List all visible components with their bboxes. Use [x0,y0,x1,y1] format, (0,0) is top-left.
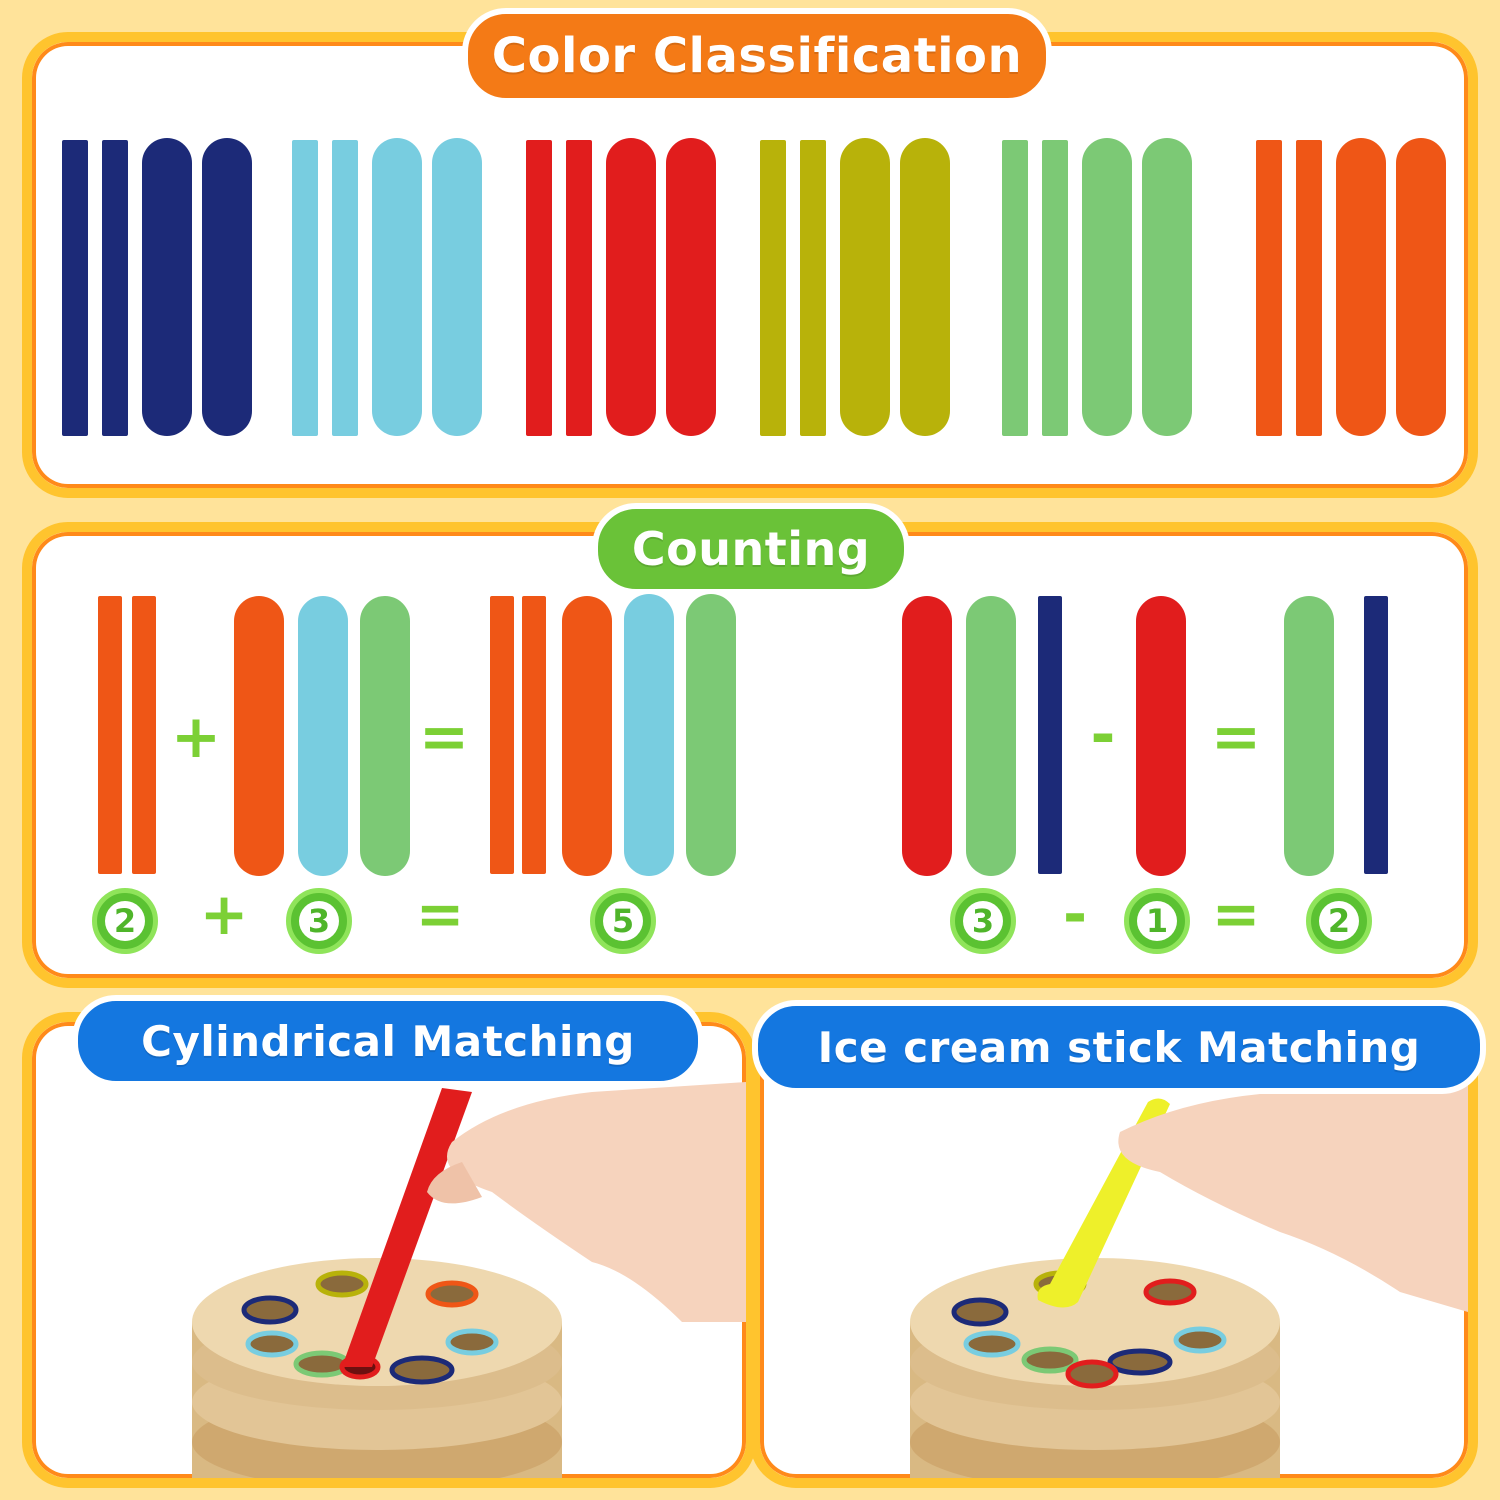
number-3-minuend: 3 [950,888,1016,954]
count-thin-orange-2 [132,596,156,874]
sub-wide-red-2 [1136,596,1186,876]
diff-wide-green [1284,596,1334,876]
count-wide-sky [298,596,348,876]
red-wide-stick-1 [606,138,656,436]
orange-thin-stick-2 [1296,140,1322,436]
icecream-matching-photo [910,1082,1468,1478]
equals-sign-2: = [1210,702,1262,772]
count-thin-orange-1 [98,596,122,874]
plus-sign-numeric: + [199,880,249,948]
olive-thin-stick-2 [800,140,826,436]
equals-sign: = [418,702,470,772]
result-wide-orange [562,596,612,876]
cylindrical-matching-panel [22,1012,756,1488]
sub-wide-green [966,596,1016,876]
orange-thin-stick-1 [1256,140,1282,436]
olive-wide-stick-2 [900,138,950,436]
cylindrical-matching-title: Cylindrical Matching [72,995,704,1087]
sub-thin-navy [1038,596,1062,874]
equals-sign-numeric-2: = [1211,880,1261,948]
sky-wide-stick-2 [432,138,482,436]
green-wide-stick-2 [1142,138,1192,436]
result-wide-sky [624,594,674,876]
sky-thin-stick-1 [292,140,318,436]
red-wide-stick-2 [666,138,716,436]
count-wide-orange [234,596,284,876]
navy-wide-stick-2 [202,138,252,436]
equals-sign-numeric: = [415,880,465,948]
result-thin-orange-2 [522,596,546,874]
number-3-addend: 3 [286,888,352,954]
diff-thin-navy [1364,596,1388,874]
number-5-result: 5 [590,888,656,954]
result-thin-orange-1 [490,596,514,874]
result-wide-green [686,594,736,876]
counting-title: Counting [592,503,910,595]
olive-wide-stick-1 [840,138,890,436]
green-wide-stick-1 [1082,138,1132,436]
number-2-difference: 2 [1306,888,1372,954]
navy-thin-stick-2 [102,140,128,436]
sky-wide-stick-1 [372,138,422,436]
orange-wide-stick-1 [1336,138,1386,436]
minus-sign-numeric: - [1062,880,1088,948]
number-2-addend: 2 [92,888,158,954]
green-thin-stick-1 [1002,140,1028,436]
color-classification-title: Color Classification [462,8,1052,104]
sub-wide-red [902,596,952,876]
navy-wide-stick-1 [142,138,192,436]
number-1-subtrahend: 1 [1124,888,1190,954]
red-thin-stick-1 [526,140,552,436]
count-wide-green [360,596,410,876]
sky-thin-stick-2 [332,140,358,436]
orange-wide-stick-2 [1396,138,1446,436]
olive-thin-stick-1 [760,140,786,436]
green-thin-stick-2 [1042,140,1068,436]
cylindrical-matching-photo [192,1082,746,1478]
navy-thin-stick-1 [62,140,88,436]
red-thin-stick-2 [566,140,592,436]
minus-sign: - [1090,700,1116,770]
plus-sign: + [170,702,222,772]
icecream-matching-title: Ice cream stick Matching [752,1000,1486,1094]
